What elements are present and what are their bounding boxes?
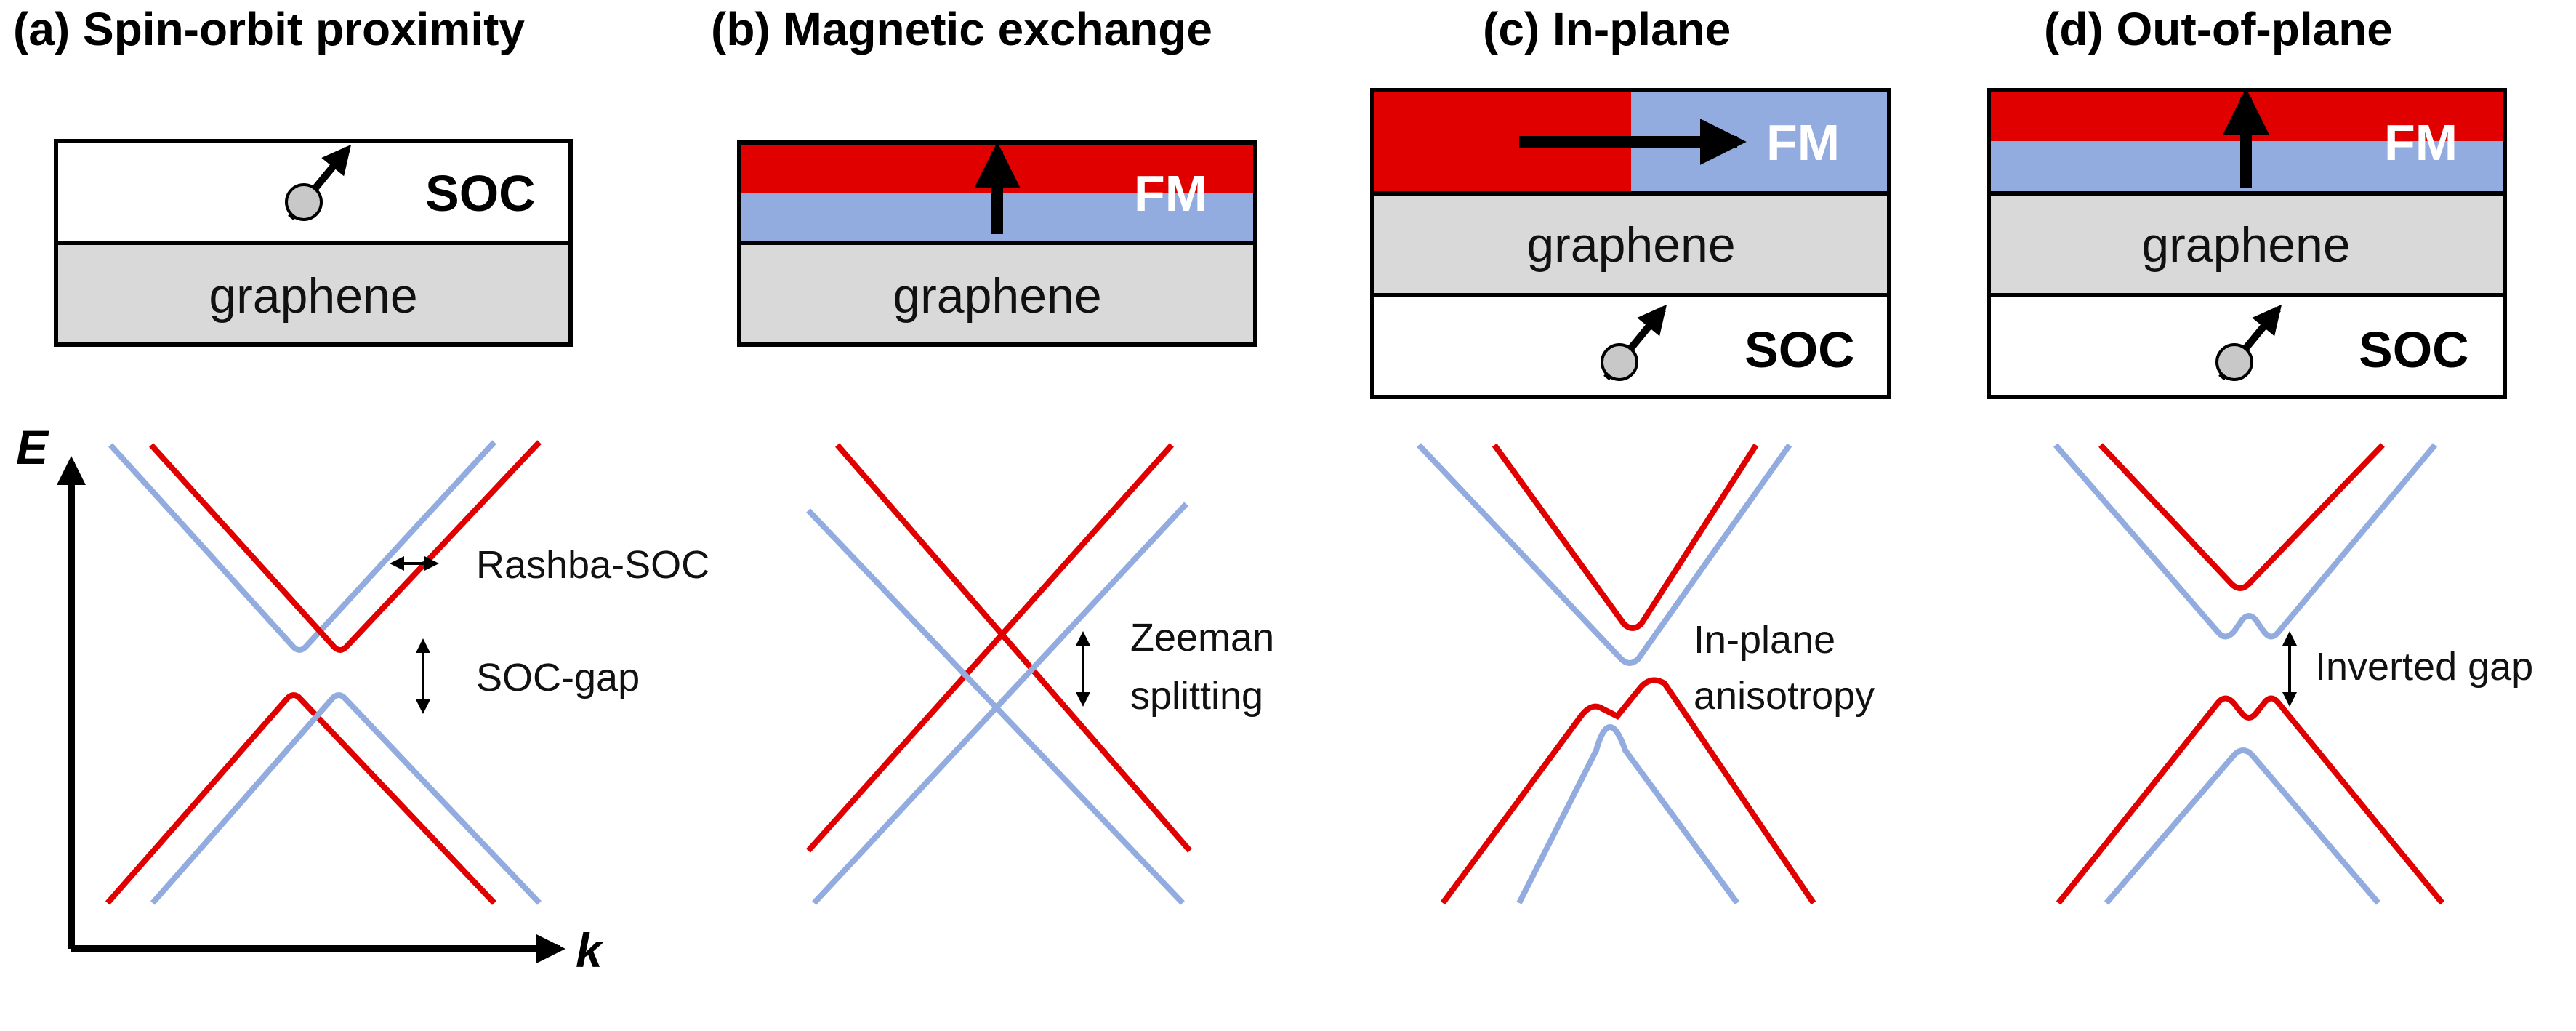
panel-d-title: (d) Out-of-plane	[2044, 3, 2393, 55]
band-red-2	[806, 443, 1174, 853]
graphene-label: graphene	[893, 268, 1101, 324]
in-plane-label: In-plane	[1694, 618, 1835, 662]
band-red-lower	[2056, 695, 2445, 905]
soc-label: SOC	[425, 165, 536, 222]
spin-icon	[1601, 304, 1667, 381]
zeeman-label: Zeeman	[1130, 616, 1274, 659]
soc-label: SOC	[2359, 321, 2469, 378]
band-blue-2	[812, 502, 1188, 905]
anisotropy-label: anisotropy	[1694, 674, 1875, 718]
panel-b-stack: FM graphene	[737, 140, 1257, 347]
momentum-axis-label: k	[576, 923, 605, 977]
spin-icon	[285, 144, 352, 221]
band-red-upper	[1492, 443, 1759, 631]
panel-b-bands: Zeeman splitting	[806, 443, 1274, 905]
panel-d-stack: FM graphene SOC	[1987, 88, 2507, 399]
band-blue-lower	[1516, 723, 1740, 905]
axes: E k	[16, 420, 605, 977]
soc-gap-label: SOC-gap	[476, 656, 640, 699]
inverted-gap-label: Inverted gap	[2315, 645, 2533, 689]
band-blue-lower	[150, 692, 542, 905]
graphene-label: graphene	[2141, 217, 2350, 273]
fm-label: FM	[1766, 114, 1840, 171]
fm-label: FM	[1134, 165, 1207, 222]
band-red-lower	[1440, 677, 1816, 905]
soc-label: SOC	[1744, 321, 1855, 378]
spin-icon	[2215, 304, 2282, 381]
band-blue-upper	[1417, 443, 1792, 666]
panel-a-title: (a) Spin-orbit proximity	[13, 3, 525, 55]
graphene-label: graphene	[1526, 217, 1735, 273]
band-red-upper	[149, 440, 542, 653]
band-blue-upper	[108, 440, 496, 653]
energy-axis-label: E	[16, 420, 49, 474]
panel-c-stack: FM graphene SOC	[1370, 88, 1891, 399]
band-red-1	[834, 443, 1193, 853]
graphene-layer	[1370, 191, 1891, 297]
panel-b-title: (b) Magnetic exchange	[711, 3, 1212, 55]
panel-a-bands: Rashba-SOC SOC-gap	[105, 440, 709, 905]
fm-label: FM	[2384, 114, 2458, 171]
band-red-lower	[105, 692, 496, 905]
band-blue-upper	[2053, 443, 2438, 640]
panel-c-title: (c) In-plane	[1483, 3, 1731, 55]
panel-d-bands: Inverted gap	[2053, 443, 2533, 905]
panel-c-bands: In-plane anisotropy	[1417, 443, 1875, 905]
band-red-upper	[2098, 443, 2385, 591]
band-blue-lower	[2104, 747, 2381, 905]
graphene-layer	[737, 241, 1257, 347]
graphene-layer	[1987, 191, 2507, 297]
splitting-label: splitting	[1130, 674, 1263, 718]
graphene-label: graphene	[209, 268, 417, 324]
soc-layer	[1370, 293, 1891, 399]
graphene-layer	[54, 241, 573, 347]
rashba-soc-label: Rashba-SOC	[476, 543, 709, 587]
panel-a-stack: SOC graphene	[54, 139, 573, 347]
